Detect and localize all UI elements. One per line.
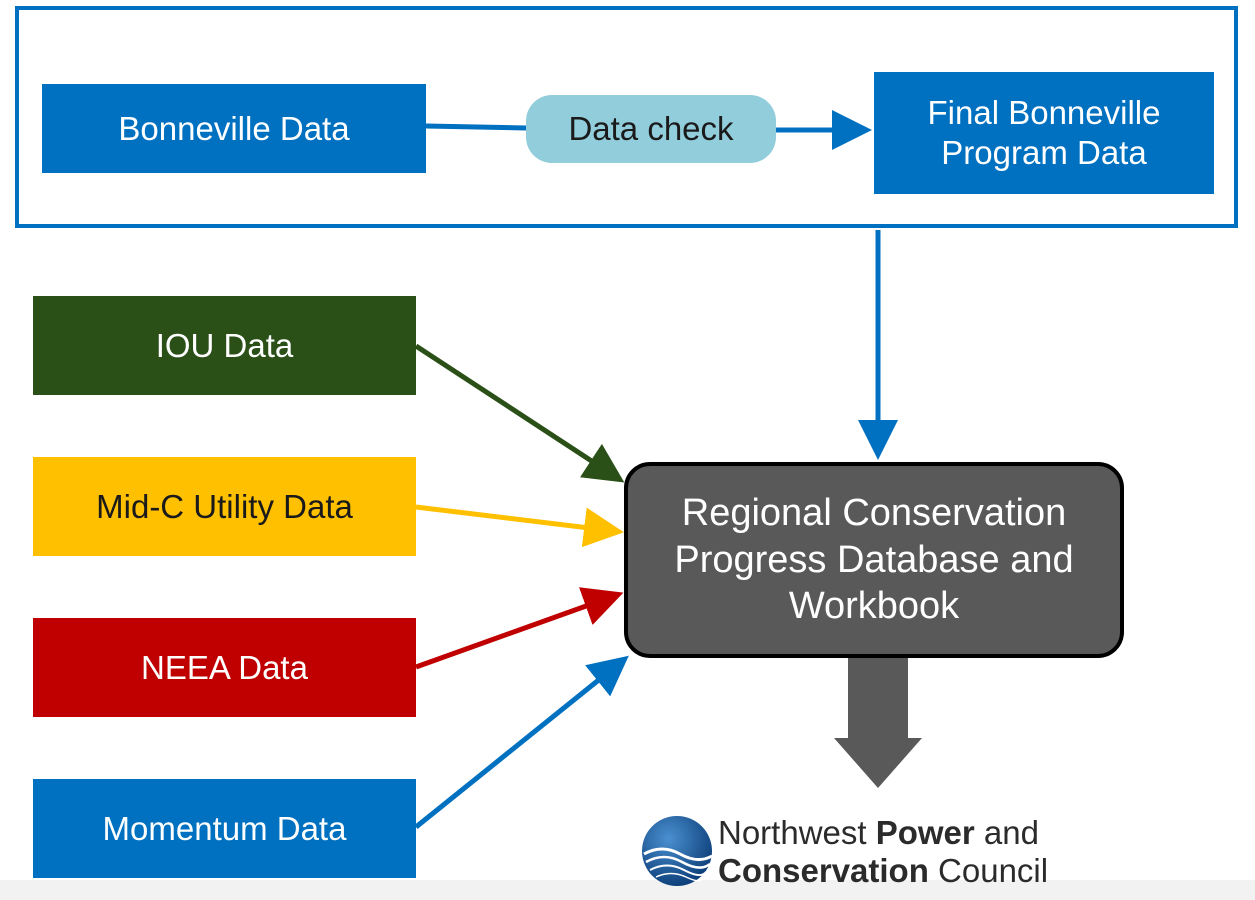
node-midc-utility-data: Mid-C Utility Data: [33, 457, 416, 556]
arrow-midc-to-database: [415, 504, 624, 548]
council-logo: Northwest Power and Conservation Council: [640, 812, 1110, 892]
arrow-iou-to-database: [414, 343, 625, 483]
node-neea-data: NEEA Data: [33, 618, 416, 717]
node-iou-data: IOU Data: [33, 296, 416, 395]
wordmark-conservation: Conservation: [718, 851, 929, 889]
council-globe-icon: [642, 816, 713, 886]
node-final-bonneville-data: Final Bonneville Program Data: [874, 72, 1214, 194]
node-bonneville-data: Bonneville Data: [42, 84, 426, 173]
node-label: Bonneville Data: [118, 109, 350, 147]
output-arrow: [834, 658, 922, 788]
node-label: Final Bonneville Program Data: [927, 94, 1161, 171]
node-label: NEEA Data: [141, 648, 308, 686]
arrow-neea-to-database: [415, 587, 624, 670]
node-label: Mid-C Utility Data: [96, 487, 353, 525]
arrow-momentum-to-database: [414, 655, 629, 829]
node-label: Momentum Data: [102, 809, 347, 847]
wordmark-power: Power: [875, 814, 975, 851]
node-regional-database: Regional Conservation Progress Database …: [624, 462, 1124, 658]
bottom-band: [0, 880, 1255, 900]
node-label: Data check: [568, 110, 734, 148]
node-data-check: Data check: [526, 95, 776, 163]
node-label: IOU Data: [155, 326, 294, 364]
council-wordmark: Northwest Power and Conservation Council: [718, 814, 1048, 889]
arrow-bonneville-to-check: [425, 123, 527, 131]
node-momentum-data: Momentum Data: [33, 779, 416, 878]
wordmark-council: Council: [928, 851, 1049, 889]
wordmark-and: and: [974, 814, 1039, 851]
wordmark-northwest: Northwest: [718, 814, 876, 851]
node-label: Regional Conservation Progress Database …: [674, 492, 1074, 628]
